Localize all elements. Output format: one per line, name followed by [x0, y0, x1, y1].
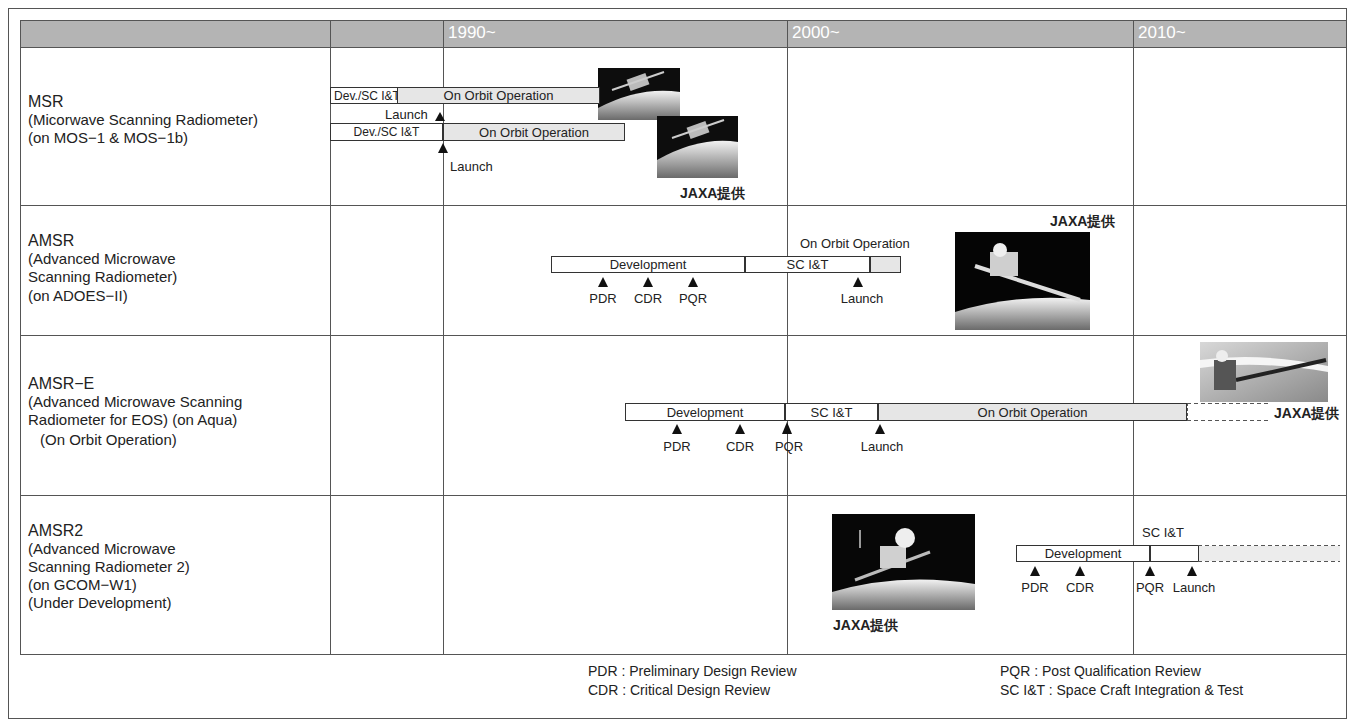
phase-label: On Orbit Operation: [800, 235, 910, 253]
milestone-label: CDR: [1066, 579, 1094, 597]
instrument-desc: (Advanced Microwave Scanning Radiometer): [28, 250, 223, 286]
milestone-label: Launch: [861, 438, 904, 456]
credit-label: JAXA提供: [1274, 404, 1339, 422]
abbreviation-note: SC I&T : Space Craft Integration & Test: [1000, 681, 1243, 699]
abbreviation-note: CDR : Critical Design Review: [588, 681, 770, 699]
instrument-desc: (Micorwave Scanning Radiometer): [28, 111, 258, 129]
table-lines: [20, 20, 1347, 655]
bar-text: SC I&T: [787, 258, 829, 271]
credit-label: JAXA提供: [833, 616, 898, 634]
satellite-photo: [657, 116, 738, 178]
integration-bar: SC I&T: [745, 256, 870, 273]
milestone-label: Launch: [385, 106, 428, 124]
decade-header: 2010~: [1138, 24, 1186, 42]
milestone-label: Launch: [450, 158, 493, 176]
instrument-desc: (Under Development): [28, 594, 171, 612]
satellite-photo: [1200, 342, 1328, 402]
decade-header: 2000~: [792, 24, 840, 42]
integration-bar: SC I&T: [785, 403, 878, 421]
instrument-name: AMSR−E: [28, 375, 94, 393]
instrument-name: AMSR2: [28, 522, 83, 540]
abbreviation-note: PDR : Preliminary Design Review: [588, 662, 797, 680]
instrument-name: AMSR: [28, 232, 74, 250]
milestone-label: PDR: [663, 438, 690, 456]
operation-bar: On Orbit Operation: [878, 403, 1187, 421]
operation-bar: [871, 257, 901, 273]
bar-text: On Orbit Operation: [978, 406, 1088, 419]
bar-text: Dev./SC I&T: [334, 90, 400, 102]
instrument-desc: (on ADOES−II): [28, 287, 128, 305]
development-bar: Development: [551, 256, 745, 273]
milestone-label: Launch: [1173, 579, 1216, 597]
credit-label: JAXA提供: [680, 184, 745, 202]
milestone-label: PDR: [1021, 579, 1048, 597]
milestone-label: PQR: [679, 290, 707, 308]
bar-text: On Orbit Operation: [444, 89, 554, 102]
abbreviation-note: PQR : Post Qualification Review: [1000, 662, 1201, 680]
satellite-photo: [832, 514, 975, 610]
milestone-label: CDR: [634, 290, 662, 308]
bar-segment: Dev./SC I&T: [330, 87, 404, 104]
decade-header: 1990~: [448, 24, 496, 42]
milestone-label: PDR: [589, 290, 616, 308]
bar-text: Development: [1045, 547, 1122, 560]
satellite-photo: [598, 68, 680, 120]
milestone-label: Launch: [841, 290, 884, 308]
instrument-name: MSR: [28, 93, 64, 111]
milestone-marker: [435, 112, 1197, 576]
instrument-desc: (On Orbit Operation): [40, 431, 177, 449]
milestone-label: CDR: [726, 438, 754, 456]
bar-text: Development: [610, 258, 687, 271]
instrument-desc: (Advanced Microwave Scanning Radiometer …: [28, 393, 283, 429]
satellite-photo: [955, 232, 1090, 330]
bar-text: Dev./SC I&T: [354, 126, 420, 138]
bar-segment: Dev./SC I&T: [330, 123, 443, 141]
bar-text: SC I&T: [811, 406, 853, 419]
outer-frame: [9, 9, 1347, 719]
milestone-label: PQR: [775, 438, 803, 456]
continuation-dashed: [1198, 546, 1340, 562]
operation-bar: On Orbit Operation: [397, 87, 600, 104]
operation-bar: On Orbit Operation: [443, 123, 625, 141]
sc-it-bar: [1151, 546, 1199, 562]
development-bar: Development: [625, 403, 785, 421]
development-bar: Development: [1016, 545, 1150, 562]
instrument-desc: (on MOS−1 & MOS−1b): [28, 129, 188, 147]
instrument-desc: (on GCOM−W1): [28, 576, 137, 594]
instrument-desc: (Advanced Microwave Scanning Radiometer …: [28, 540, 223, 576]
credit-label: JAXA提供: [1050, 212, 1115, 230]
phase-label: SC I&T: [1142, 524, 1184, 542]
continuation-dashed: [1187, 403, 1270, 421]
bar-text: Development: [667, 406, 744, 419]
bar-text: On Orbit Operation: [479, 126, 589, 139]
header-band: [20, 20, 1347, 47]
milestone-label: PQR: [1136, 579, 1164, 597]
